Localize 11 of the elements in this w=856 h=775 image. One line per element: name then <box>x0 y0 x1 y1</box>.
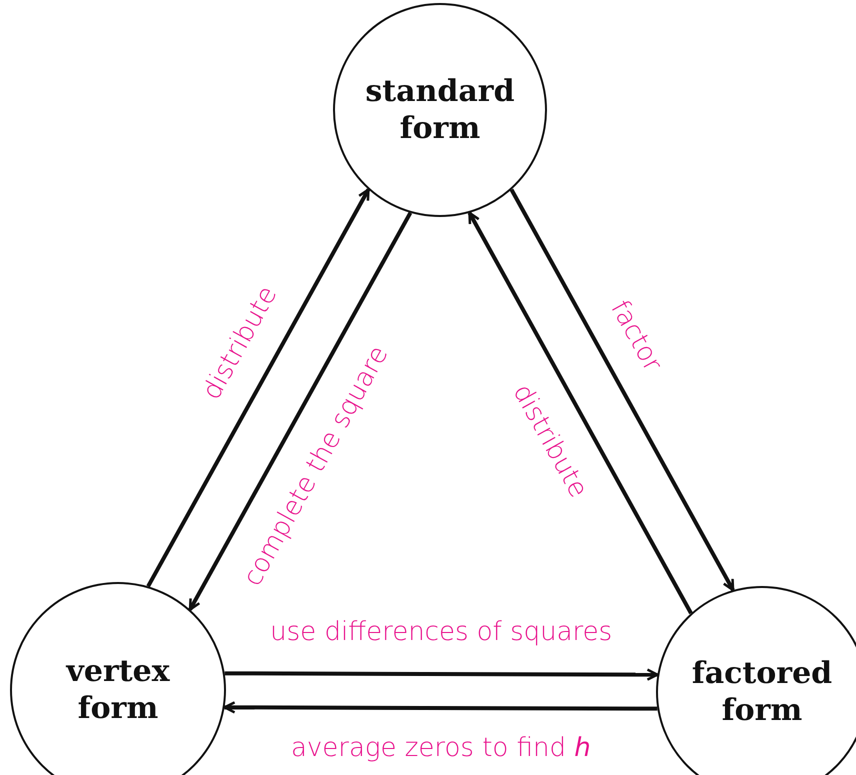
arrow <box>468 212 693 614</box>
arrow <box>224 668 659 681</box>
node-label: factored form <box>690 654 834 730</box>
node-label: standard form <box>364 72 516 148</box>
arrow <box>188 212 412 611</box>
node-label: vertex form <box>64 652 171 728</box>
edge-label: average zeros to find h <box>290 733 591 763</box>
arrow <box>146 188 370 588</box>
arrow <box>510 188 735 592</box>
arrow <box>223 701 658 714</box>
edge-label: use differences of squares <box>270 617 612 647</box>
